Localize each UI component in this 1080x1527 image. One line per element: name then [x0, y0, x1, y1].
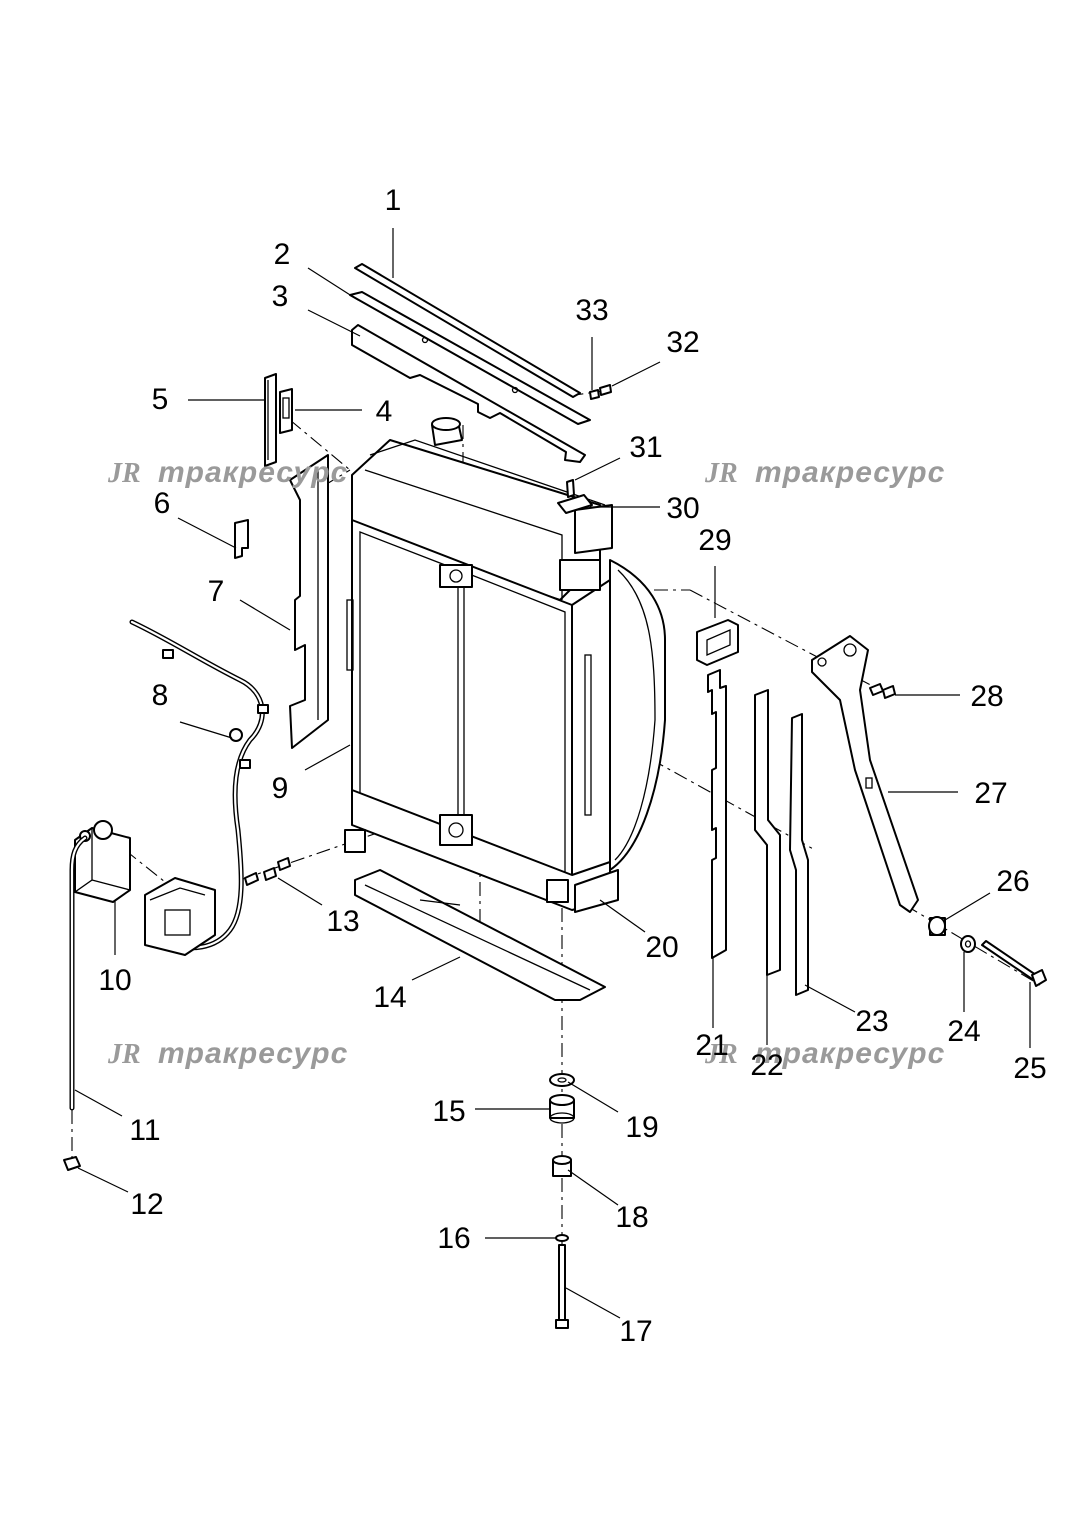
handle-5	[264, 373, 277, 467]
callout-20: 20	[645, 931, 678, 964]
top-bracket-2	[349, 291, 591, 425]
callout-12: 12	[130, 1188, 163, 1221]
bolts-13	[244, 857, 291, 886]
fasteners-30-33	[557, 384, 612, 514]
lower-seal-14	[354, 869, 606, 1001]
washer-16	[555, 1234, 569, 1242]
pad-4	[279, 388, 293, 434]
callout-19: 19	[625, 1111, 658, 1144]
callout-31: 31	[629, 431, 662, 464]
tank-bracket	[144, 877, 216, 956]
top-strip-1	[354, 263, 581, 398]
seal-23	[789, 713, 809, 996]
spacer-18	[552, 1155, 572, 1177]
block-29	[696, 619, 739, 666]
callout-labels: 1 2 3 4 5 6 7 8 9 10 11 12 13 14 15 16 1…	[98, 184, 1046, 1348]
callout-33: 33	[575, 294, 608, 327]
top-seal-3	[351, 324, 586, 463]
callout-17: 17	[619, 1315, 652, 1348]
callout-23: 23	[855, 1005, 888, 1038]
callout-26: 26	[996, 865, 1029, 898]
callout-22: 22	[750, 1049, 783, 1082]
callout-18: 18	[615, 1201, 648, 1234]
leader-lines	[74, 228, 1031, 1319]
watermark-2: JR тракресурс	[704, 456, 945, 489]
seal-22	[754, 689, 781, 976]
watermark-text: тракресурс	[755, 1037, 945, 1070]
seal-21	[707, 669, 727, 959]
callout-2: 2	[274, 238, 291, 271]
callout-15: 15	[432, 1095, 465, 1128]
bolt-25	[981, 940, 1047, 987]
expansion-tank-10	[74, 820, 131, 903]
radiator-assembly	[344, 417, 666, 913]
callout-21: 21	[695, 1029, 728, 1062]
callout-10: 10	[98, 964, 131, 997]
watermark-logo: JR	[107, 1039, 141, 1070]
callout-30: 30	[666, 492, 699, 525]
clip-12	[63, 1156, 81, 1171]
callout-16: 16	[437, 1222, 470, 1255]
overflow-tube-11	[69, 835, 88, 1111]
hose-8	[129, 619, 269, 951]
callout-32: 32	[666, 326, 699, 359]
washer-24	[960, 935, 976, 953]
callout-25: 25	[1013, 1052, 1046, 1085]
watermark-logo: JR	[107, 458, 141, 489]
callout-27: 27	[974, 777, 1007, 810]
callout-9: 9	[272, 772, 289, 805]
strut-27	[811, 635, 919, 913]
callout-14: 14	[373, 981, 406, 1014]
callout-4: 4	[376, 395, 393, 428]
watermark-text: тракресурс	[158, 456, 348, 489]
callout-1: 1	[385, 184, 402, 217]
callout-29: 29	[698, 524, 731, 557]
bushing-26	[928, 916, 946, 936]
callout-8: 8	[152, 679, 169, 712]
watermark-1: JR тракресурс	[107, 456, 348, 489]
watermark-logo: JR	[704, 1039, 738, 1070]
bracket-6	[234, 519, 249, 559]
bolt-17	[555, 1244, 569, 1329]
watermark-4: JR тракресурс	[704, 1037, 945, 1070]
isolator-15	[549, 1094, 575, 1124]
callout-3: 3	[272, 280, 289, 313]
watermark-text: тракресурс	[158, 1037, 348, 1070]
callout-13: 13	[326, 905, 359, 938]
callout-6: 6	[154, 487, 171, 520]
callout-5: 5	[152, 383, 169, 416]
side-seal-7	[289, 454, 329, 749]
callout-24: 24	[947, 1015, 980, 1048]
bolt-28	[869, 683, 896, 699]
watermark-3: JR тракресурс	[107, 1037, 348, 1070]
watermark-logo: JR	[704, 458, 738, 489]
washer-19	[549, 1073, 575, 1087]
watermark-text: тракресурс	[755, 456, 945, 489]
callout-11: 11	[129, 1114, 160, 1147]
callout-28: 28	[970, 680, 1003, 713]
callout-7: 7	[208, 575, 225, 608]
